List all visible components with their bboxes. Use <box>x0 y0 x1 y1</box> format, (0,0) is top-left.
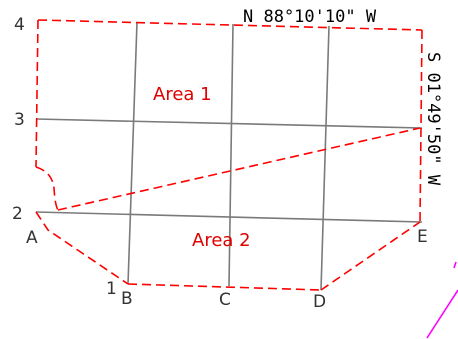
point-label-d: D <box>313 292 326 312</box>
point-label-c: C <box>219 290 231 310</box>
area-2-label: Area 2 <box>192 230 251 251</box>
grid-row-3 <box>35 118 423 129</box>
row-label-1: 1 <box>106 279 117 299</box>
point-label-a: A <box>26 228 38 248</box>
bearing-right: S 01°49'50" W <box>423 52 443 186</box>
grid-col-d <box>320 25 330 291</box>
boundary-right <box>419 29 423 223</box>
boundary-notch <box>35 166 59 211</box>
boundary-d-e <box>320 221 421 291</box>
grid-lines <box>35 21 423 291</box>
parcel-boundary <box>35 19 423 291</box>
area-1-label: Area 1 <box>153 84 212 105</box>
bearing-top: N 88°10'10" W <box>243 7 377 27</box>
row-label-3: 3 <box>14 110 25 130</box>
boundary-b-d <box>127 283 322 291</box>
boundary-left <box>35 19 39 168</box>
grid-col-c <box>228 23 234 287</box>
boundary-top <box>37 19 423 31</box>
grid-col-b <box>127 21 138 285</box>
row-label-2: 2 <box>12 204 23 224</box>
magenta-line <box>453 261 457 269</box>
point-label-e: E <box>417 227 428 247</box>
point-label-b: B <box>121 289 133 309</box>
grid-row-2 <box>35 211 423 223</box>
row-label-4: 4 <box>14 15 25 35</box>
boundary-split-line <box>57 127 421 211</box>
boundary-a-b <box>35 211 129 285</box>
magenta-line-lower <box>426 289 458 339</box>
